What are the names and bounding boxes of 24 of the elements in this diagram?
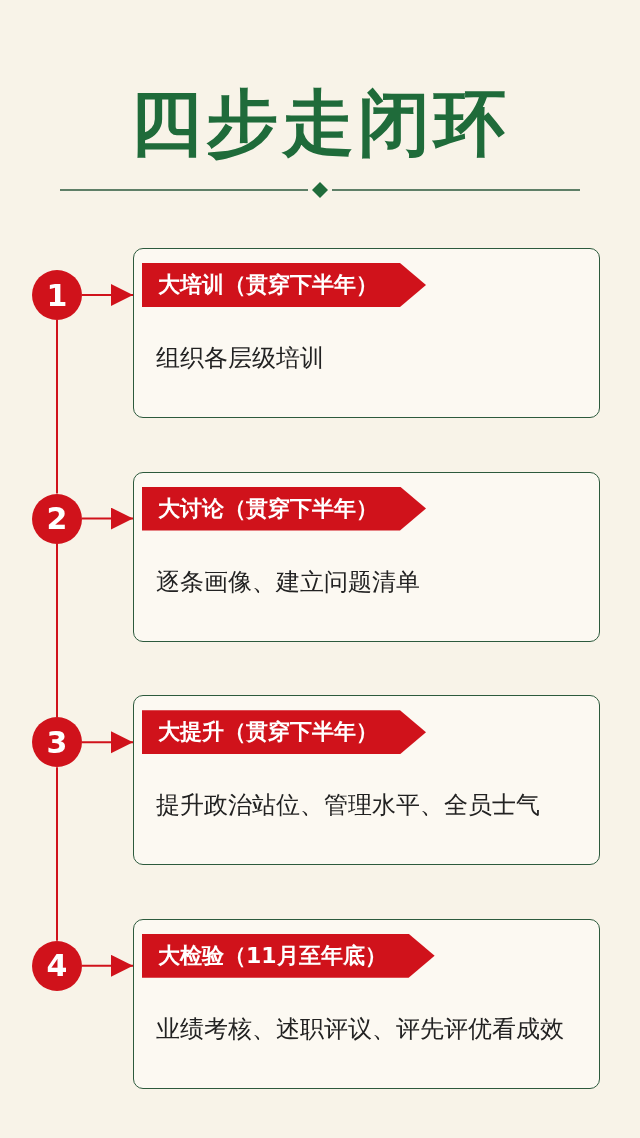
step-description: 业绩考核、述职评议、评先评优看成效 <box>156 1013 564 1045</box>
step-card <box>133 248 600 418</box>
connector-line <box>56 766 58 942</box>
step-card <box>133 471 600 642</box>
step-card <box>133 695 600 866</box>
step-heading: 大提升（贯穿下半年） <box>142 710 426 755</box>
step-heading: 大培训（贯穿下半年） <box>142 263 426 307</box>
connector-line <box>56 319 58 495</box>
step-card <box>133 918 600 1089</box>
step-description: 提升政治站位、管理水平、全员士气 <box>156 790 540 822</box>
step-heading: 大讨论（贯穿下半年） <box>142 486 426 531</box>
step-heading: 大检验（11月至年底） <box>142 933 435 978</box>
arrow <box>81 507 134 530</box>
step-number-circle: 1 <box>32 270 82 320</box>
connector-line <box>56 542 58 719</box>
step-number-circle: 4 <box>32 940 82 991</box>
title: 四步走闭环 <box>129 79 511 167</box>
step-number-circle: 3 <box>32 717 82 768</box>
arrow <box>81 731 134 754</box>
step-description: 组织各层级培训 <box>156 343 324 374</box>
arrow <box>81 954 134 977</box>
step-description: 逐条画像、建立问题清单 <box>156 566 420 598</box>
step-number-circle: 2 <box>32 493 82 544</box>
arrow <box>81 284 134 306</box>
